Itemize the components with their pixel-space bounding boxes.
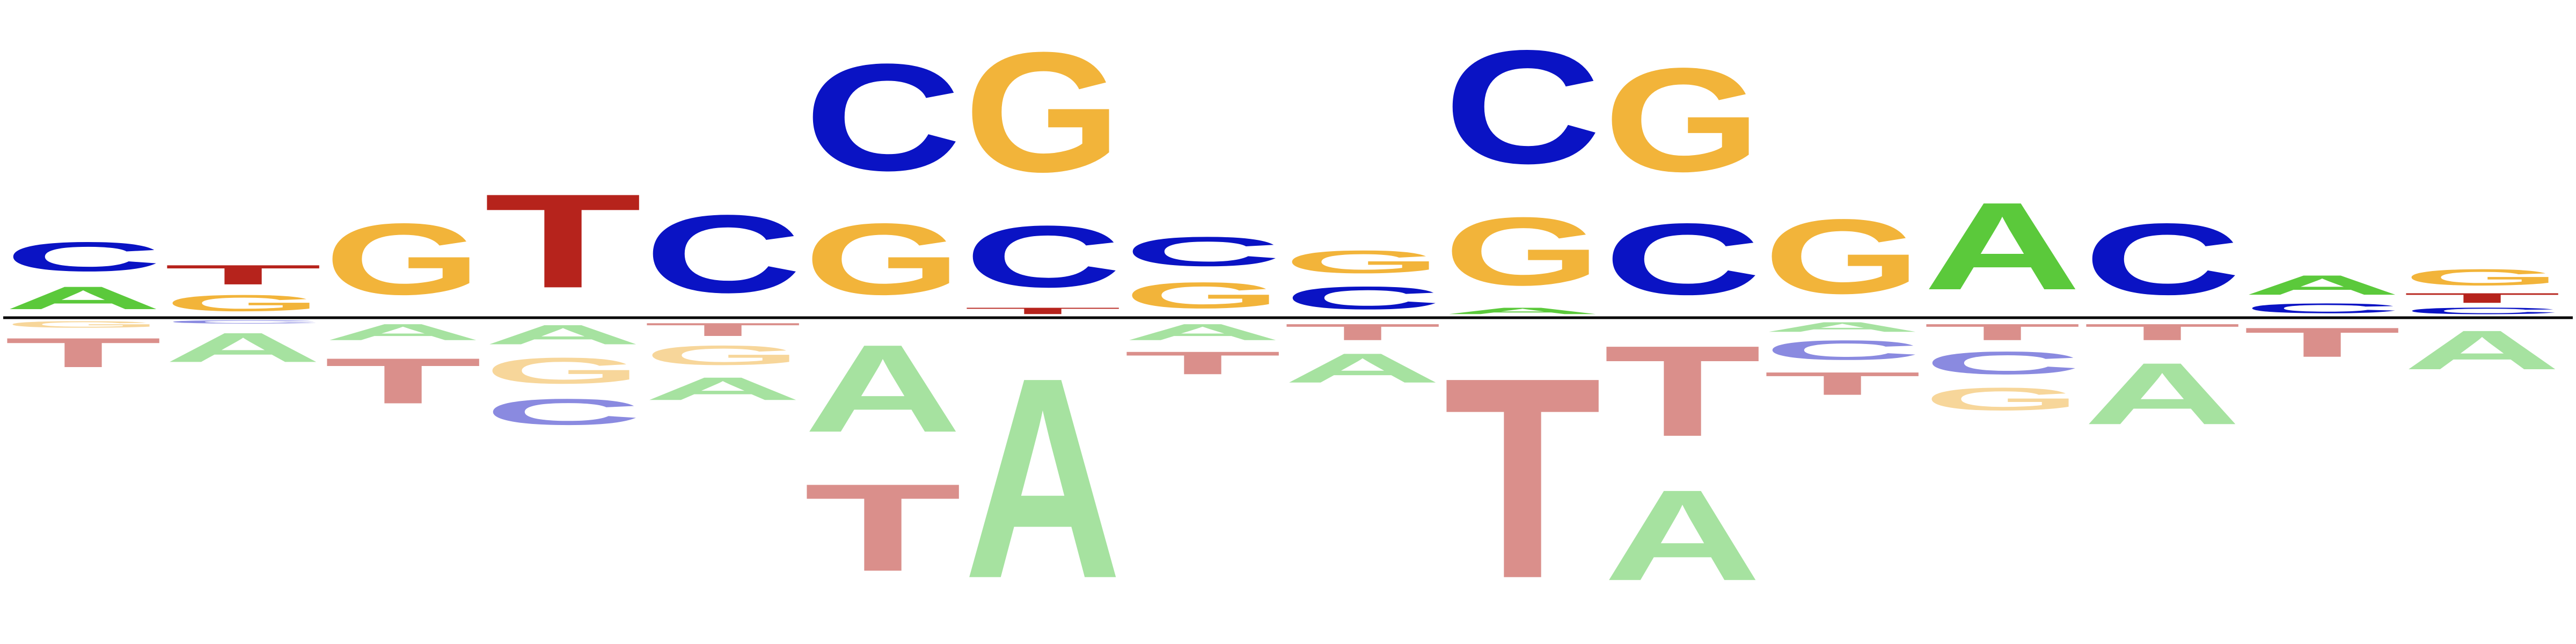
logo-letter-A-pos4-below-0: A	[484, 319, 642, 350]
logo-letter-T-pos14-below-0: T	[2083, 319, 2241, 345]
logo-letter-C-pos10-above-2: C	[1444, 17, 1601, 197]
logo-letter-G-pos11-above-1: G	[1604, 38, 1761, 202]
logo-letter-A-pos16-below-0: A	[2403, 319, 2561, 380]
logo-letter-A-pos15-above-1: A	[2243, 269, 2401, 301]
logo-letter-A-pos7-below-0: A	[964, 318, 1122, 638]
logo-letter-G-pos3-above-0: G	[324, 202, 482, 316]
logo-letter-A-pos6-below-0: A	[804, 319, 962, 458]
logo-letter-T-pos3-below-1: T	[324, 345, 482, 418]
logo-letter-T-pos7-above-0: T	[964, 306, 1122, 316]
logo-letter-T-pos15-below-0: T	[2243, 319, 2401, 366]
logo-letter-G-pos8-above-0: G	[1124, 275, 1282, 316]
logo-letter-C-pos5-above-0: C	[644, 192, 802, 316]
logo-letter-G-pos10-above-1: G	[1444, 197, 1601, 305]
logo-letter-T-pos1-below-1: T	[4, 330, 162, 376]
logo-letter-G-pos12-above-0: G	[1763, 197, 1921, 316]
logo-letter-A-pos5-below-2: A	[644, 371, 802, 407]
logo-letter-G-pos9-above-1: G	[1284, 244, 1441, 280]
logo-letter-T-pos5-below-0: T	[644, 319, 802, 340]
logo-letter-C-pos13-below-1: C	[1923, 345, 2081, 381]
logo-letter-A-pos8-below-0: A	[1124, 319, 1282, 345]
logo-letter-A-pos12-below-0: A	[1763, 319, 1921, 335]
logo-letter-C-pos11-above-0: C	[1604, 203, 1761, 316]
logo-letter-T-pos12-below-2: T	[1763, 365, 1921, 401]
logo-letter-T-pos2-above-1: T	[164, 259, 322, 290]
logo-letter-G-pos1-below-0: G	[4, 319, 162, 330]
logo-letter-C-pos12-below-1: C	[1763, 335, 1921, 366]
logo-letter-T-pos4-above-0: T	[484, 166, 642, 316]
logo-letter-G-pos4-below-1: G	[484, 350, 642, 391]
logo-letter-T-pos10-below-0: T	[1444, 318, 1601, 638]
logo-letter-C-pos8-above-1: C	[1124, 229, 1282, 275]
logo-letter-A-pos10-above-0: A	[1444, 306, 1601, 316]
logo-letter-A-pos9-below-1: A	[1284, 345, 1441, 391]
logo-letter-C-pos4-below-2: C	[484, 391, 642, 433]
logo-letter-G-pos2-above-0: G	[164, 290, 322, 316]
logo-letter-T-pos9-below-0: T	[1284, 319, 1441, 345]
logo-letter-A-pos3-below-0: A	[324, 319, 482, 345]
logo-letter-T-pos16-above-1: T	[2403, 290, 2561, 306]
logo-letter-A-pos11-below-1: A	[1604, 463, 1761, 608]
logo-letter-C-pos1-above-1: C	[4, 233, 162, 280]
logo-letters: ACGTGTCAGATTAGCCTGAGCATTCGAGCATCGTAAGCTC…	[4, 17, 2561, 638]
logo-letter-T-pos11-below-0: T	[1604, 318, 1761, 463]
logo-letter-C-pos6-above-1: C	[804, 32, 962, 202]
logo-letter-G-pos5-below-1: G	[644, 340, 802, 371]
logo-letter-C-pos16-above-0: C	[2403, 306, 2561, 316]
logo-letter-A-pos13-above-0: A	[1923, 177, 2081, 316]
logo-letter-A-pos14-below-1: A	[2083, 345, 2241, 443]
logo-letter-T-pos6-below-1: T	[804, 458, 962, 598]
logo-letter-C-pos7-above-1: C	[964, 207, 1122, 305]
logo-letter-C-pos2-below-0: C	[164, 319, 322, 325]
logo-letter-C-pos15-above-0: C	[2243, 301, 2401, 316]
logo-letter-G-pos7-above-2: G	[964, 17, 1122, 208]
logo-letter-G-pos6-above-0: G	[804, 202, 962, 316]
logo-letter-A-pos1-above-0: A	[4, 280, 162, 316]
logo-letter-G-pos16-above-2: G	[2403, 265, 2561, 290]
logo-letter-T-pos13-below-0: T	[1923, 319, 2081, 345]
logo-letter-G-pos13-below-2: G	[1923, 381, 2081, 417]
logo-letter-T-pos8-below-1: T	[1124, 345, 1282, 381]
logo-letter-C-pos14-above-0: C	[2083, 203, 2241, 316]
logo-letter-A-pos2-below-1: A	[164, 325, 322, 371]
logo-letter-C-pos9-above-0: C	[1284, 280, 1441, 316]
